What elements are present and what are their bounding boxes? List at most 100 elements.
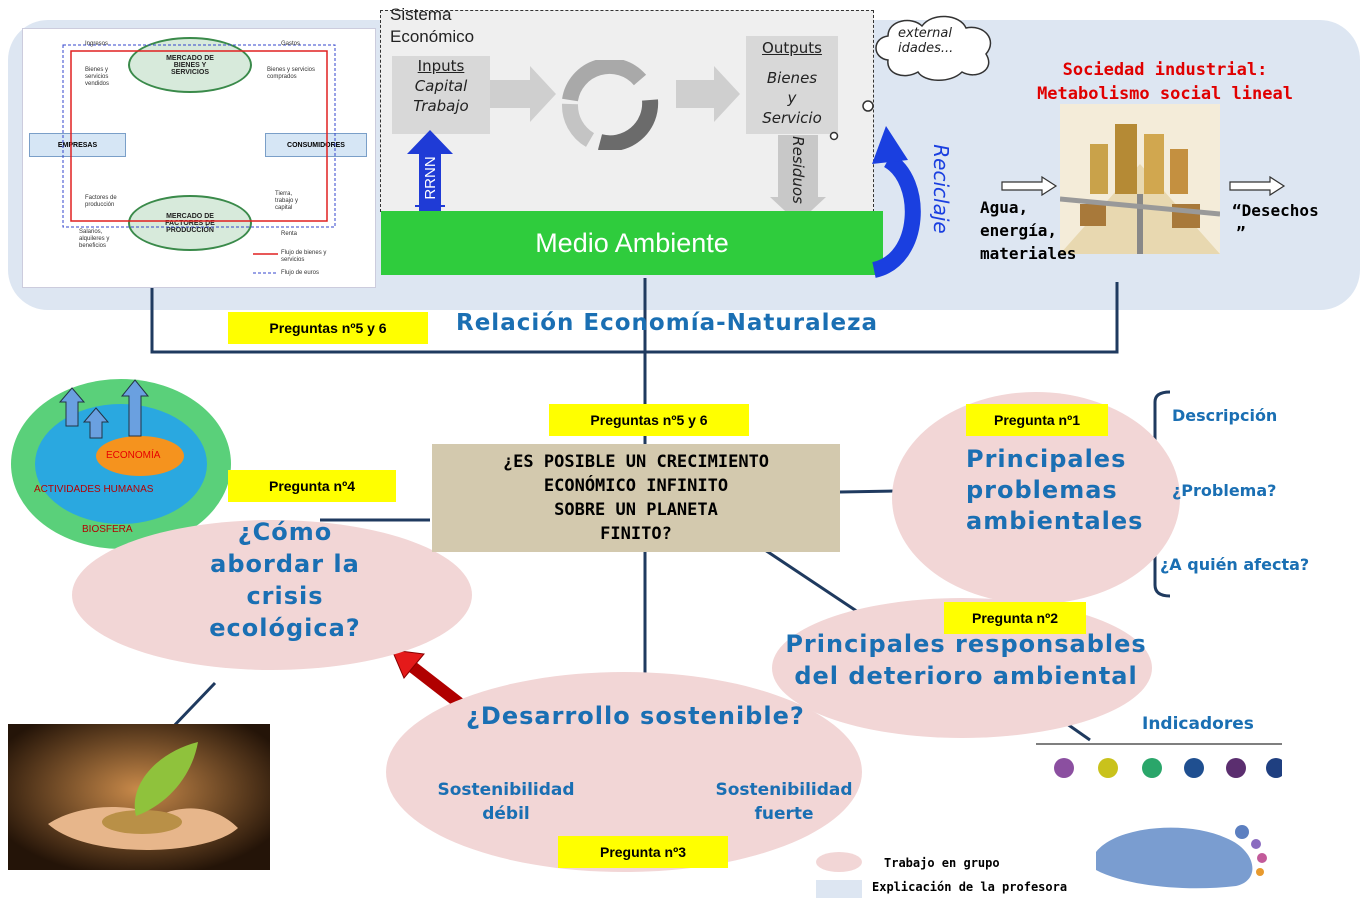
circular-flow-arrows xyxy=(62,44,336,274)
legend-explicacion-label: Explicación de la profesora xyxy=(872,880,1068,894)
outputs-title: Outputs xyxy=(762,39,822,57)
firms-label: EMPRESAS xyxy=(57,141,98,149)
city-illustration xyxy=(1060,104,1220,254)
residuos-arrow xyxy=(770,135,826,223)
desarrollo-title: ¿Desarrollo sostenible? xyxy=(466,702,805,730)
industrial-inputs: Agua, energía, materiales xyxy=(980,196,1076,265)
responsables-title: Principales responsables del deterioro a… xyxy=(780,628,1152,692)
renta-label: Renta xyxy=(281,231,298,237)
input-arrow-icon xyxy=(1001,176,1058,196)
bienes-vendidos-label: Bienes y servicios vendidos xyxy=(85,67,110,87)
problemas-title: Principales problemas ambientales xyxy=(966,444,1143,537)
biosphere-diagram xyxy=(11,379,231,549)
inputs-trabajo: Trabajo xyxy=(413,97,469,115)
industrial-title-l1: Sociedad industrial: xyxy=(1062,60,1268,80)
abordar-l1: ¿Cómo xyxy=(237,518,333,546)
outputs-servicio: Servicio xyxy=(762,109,822,127)
factores-label: Factores de producción xyxy=(85,195,117,208)
externalidades-l1: external xyxy=(898,26,952,41)
legend-pink-swatch xyxy=(816,852,862,872)
industrial-inputs-l2: energía, xyxy=(980,221,1058,240)
salarios-label: Salarios, alquileres y beneficios xyxy=(79,229,110,249)
problemas-l3: ambientales xyxy=(966,507,1144,535)
outputs-bienes: Bienes xyxy=(766,69,818,87)
relacion-title: Relación Economía-Naturaleza xyxy=(456,310,879,336)
reciclaje-arrow xyxy=(871,126,921,278)
output-arrow-icon xyxy=(1229,176,1286,196)
pregunta-4-tag: Pregunta nº4 xyxy=(228,470,396,502)
hands-coins-photo xyxy=(8,724,270,870)
actividades-label: ACTIVIDADES HUMANAS xyxy=(34,484,154,495)
cycle-arrows xyxy=(490,60,740,150)
consumers-label: CONSUMIDORES xyxy=(287,141,345,149)
outputs-y: y xyxy=(787,89,797,107)
descripcion-label: Descripción xyxy=(1172,406,1278,425)
market-factors-oval: MERCADO DE FACTORES DE PRODUCCIÓN xyxy=(128,195,252,251)
inputs-title: Inputs xyxy=(417,57,465,75)
abordar-ellipse xyxy=(72,520,472,670)
central-question-l1: ¿ES POSIBLE UN CRECIMIENTO xyxy=(502,452,770,472)
inputs-box: Inputs Capital Trabajo xyxy=(392,56,490,134)
fuerte-l1: Sostenibilidad xyxy=(715,780,853,800)
rrnn-arrow xyxy=(407,130,453,216)
central-question-box: ¿ES POSIBLE UN CRECIMIENTO ECONÓMICO INF… xyxy=(432,444,840,552)
legend-goods-label: Flujo de bienes y servicios xyxy=(281,250,327,263)
market-factors-label: MERCADO DE FACTORES DE PRODUCCIÓN xyxy=(165,212,215,234)
externalidades-label: external idades... xyxy=(898,26,953,56)
central-question-l3: SOBRE UN PLANETA xyxy=(554,500,718,520)
central-question-l2: ECONÓMICO INFINITO xyxy=(543,476,729,496)
pregunta-3-tag: Pregunta nº3 xyxy=(558,836,728,868)
industrial-outputs-l1: “Desechos xyxy=(1232,201,1319,220)
industrial-outputs: “Desechos ” xyxy=(1232,200,1319,244)
preguntas-5-6-mid-tag: Preguntas nº5 y 6 xyxy=(549,404,749,436)
indicadores-label: Indicadores xyxy=(1142,714,1254,734)
system-title-l1: Sistema xyxy=(390,5,452,24)
industrial-outputs-l2: ” xyxy=(1236,223,1246,242)
economia-label: ECONOMÍA xyxy=(106,450,161,461)
system-title: Sistema Económico xyxy=(390,4,474,48)
responsables-l1: Principales responsables xyxy=(785,630,1147,658)
market-goods-label: MERCADO DE BIENES Y SERVICIOS xyxy=(166,54,214,76)
abordar-l3: crisis xyxy=(246,582,324,610)
afecta-label: ¿A quién afecta? xyxy=(1160,555,1310,574)
responsables-l2: del deterioro ambiental xyxy=(794,662,1138,690)
abordar-l4: ecológica? xyxy=(209,614,361,642)
sostenibilidad-debil: Sostenibilidad débil xyxy=(426,778,586,826)
ingresos-label: Ingresos xyxy=(85,41,109,47)
cloud-shape xyxy=(875,15,992,81)
legend-trabajo-label: Trabajo en grupo xyxy=(884,856,1000,870)
preguntas-5-6-top-tag: Preguntas nº5 y 6 xyxy=(228,312,428,344)
fuerte-l2: fuerte xyxy=(754,804,814,824)
industrial-inputs-l3: materiales xyxy=(980,244,1077,263)
biosfera-label: BIOSFERA xyxy=(82,524,133,535)
debil-l2: débil xyxy=(482,804,530,824)
industrial-title: Sociedad industrial: Metabolismo social … xyxy=(1010,58,1320,106)
central-question-l4: FINITO? xyxy=(600,524,672,544)
bienes-comprados-label: Bienes y servicios comprados xyxy=(267,67,316,80)
problemas-l2: problemas xyxy=(966,476,1118,504)
medio-ambiente-bar: Medio Ambiente xyxy=(381,211,883,275)
externalidades-l2: idades... xyxy=(898,41,954,56)
inputs-capital: Capital xyxy=(414,77,468,95)
medio-ambiente-label: Medio Ambiente xyxy=(535,227,729,258)
industrial-inputs-l1: Agua, xyxy=(980,198,1029,217)
system-title-l2: Económico xyxy=(390,27,475,46)
problemas-l1: Principales xyxy=(966,445,1127,473)
pregunta-1-tag: Pregunta nº1 xyxy=(966,404,1108,436)
outputs-box: Outputs Bienes y Servicio xyxy=(746,36,838,134)
market-goods-oval: MERCADO DE BIENES Y SERVICIOS xyxy=(128,37,252,93)
abordar-title: ¿Cómo abordar la crisis ecológica? xyxy=(180,516,390,644)
gastos-label: Gastos xyxy=(281,41,301,47)
tierra-label: Tierra, trabajo y capital xyxy=(275,191,299,211)
industrial-title-l2: Metabolismo social lineal xyxy=(1037,84,1293,104)
cloud-bubbles xyxy=(829,100,874,141)
abordar-l2: abordar la xyxy=(210,550,360,578)
problema-label: ¿Problema? xyxy=(1172,481,1277,500)
sostenibilidad-fuerte: Sostenibilidad fuerte xyxy=(704,778,864,826)
firms-box: EMPRESAS xyxy=(29,133,126,157)
legend-euros-label: Flujo de euros xyxy=(281,270,320,276)
indicadores-image xyxy=(1036,743,1282,889)
pregunta-2-tag: Pregunta nº2 xyxy=(944,602,1086,634)
legend-blue-swatch xyxy=(816,880,862,898)
circular-flow-diagram: MERCADO DE BIENES Y SERVICIOS MERCADO DE… xyxy=(22,28,376,288)
